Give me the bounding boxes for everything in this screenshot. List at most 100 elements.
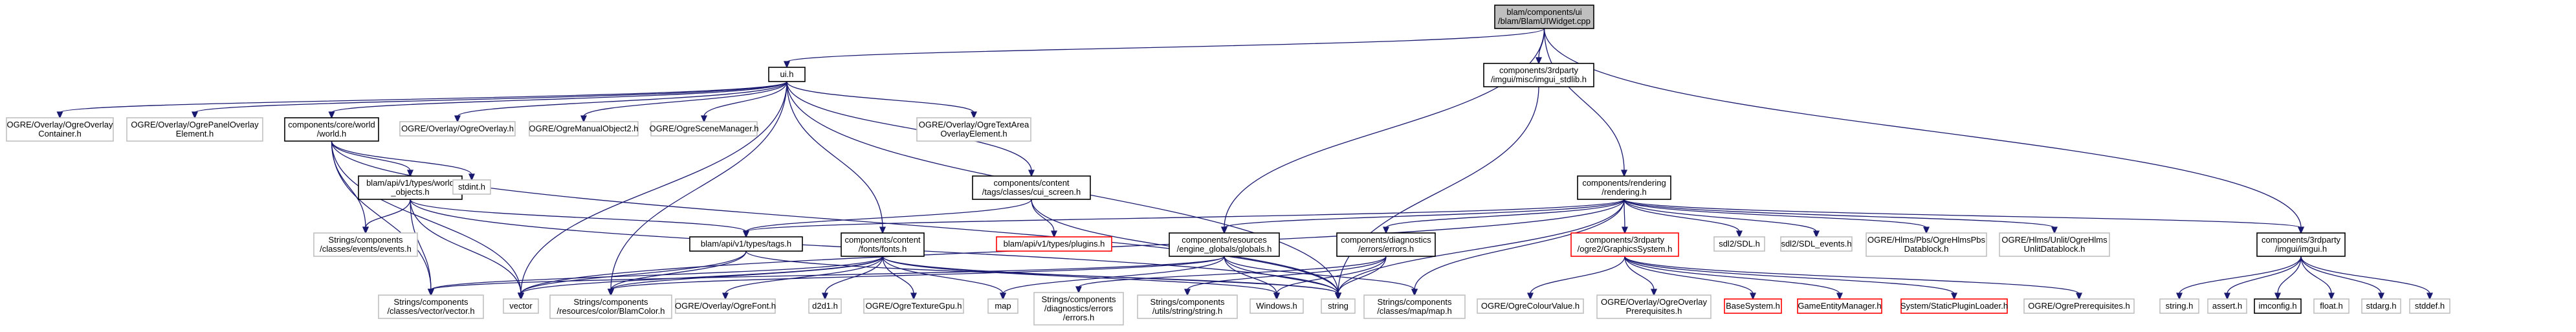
edge-line xyxy=(410,199,522,294)
node-label-line: OGRE/OgreSceneManager.h xyxy=(649,124,758,133)
node-label-line: map xyxy=(995,301,1011,311)
node-ui-h[interactable]: ui.h xyxy=(768,67,806,82)
edge-line xyxy=(583,81,787,117)
node-label-line: /imgui/misc/imgui_stdlib.h xyxy=(1491,74,1587,84)
edge-rendering-to-imgui_h xyxy=(1624,199,2305,234)
edge-arrowhead xyxy=(1050,230,1058,238)
node-imconfig[interactable]: imconfig.h xyxy=(2254,298,2302,314)
edge-arrowhead xyxy=(607,289,615,296)
node-box xyxy=(841,232,925,257)
node-label-line: /classes/vector/vector.h xyxy=(387,306,474,316)
node-box xyxy=(399,121,516,137)
node-box xyxy=(1724,298,1782,314)
edge-line xyxy=(1224,256,1415,291)
edge-line xyxy=(331,140,472,175)
node-label-line: /diagnostics/errors xyxy=(1044,304,1114,313)
node-imgui-stdlib[interactable]: components/3rdparty/imgui/misc/imgui_std… xyxy=(1483,63,1594,87)
node-world-objects[interactable]: blam/api/v1/types/world_objects.h xyxy=(358,175,463,200)
node-box xyxy=(1363,294,1466,319)
node-label-line: UnlitDatablock.h xyxy=(2024,244,2086,254)
edge-globals-to-map_h xyxy=(1224,256,1418,296)
edge-rendering-to-tags_h xyxy=(742,199,1625,238)
node-label-line: components/3rdparty xyxy=(2262,235,2341,245)
edge-line xyxy=(2300,256,2382,294)
edge-arrowhead xyxy=(970,111,978,119)
edge-arrowhead xyxy=(2328,293,2335,300)
edge-imgui_h-to-string_h xyxy=(2175,256,2302,300)
edge-line xyxy=(194,81,787,113)
edge-imgui_stdlib-to-string xyxy=(1334,86,1539,300)
edge-ui_h-to-ogre_overlay_container xyxy=(56,81,787,119)
node-cui-screen[interactable]: components/content/tags/classes/cui_scre… xyxy=(972,175,1091,200)
node-string: string xyxy=(1321,298,1356,314)
edge-line xyxy=(1224,28,1545,228)
node-box xyxy=(2023,298,2135,314)
node-fonts[interactable]: components/content/fonts/fonts.h xyxy=(841,232,925,257)
node-box xyxy=(650,121,758,137)
node-diag-errors-str: Strings/components/diagnostics/errors/er… xyxy=(1033,292,1124,326)
edge-line xyxy=(457,81,787,117)
edge-arrowhead xyxy=(1922,227,1930,234)
edge-arrowhead xyxy=(700,115,708,123)
edge-line xyxy=(610,81,787,291)
edge-graphics_system-to-ogre_colour_value xyxy=(1526,256,1625,300)
node-label-line: Strings/components xyxy=(1042,294,1116,304)
node-blamcolor: Strings/components/resources/color/BlamC… xyxy=(549,294,672,319)
node-label-line: /fonts/fonts.h xyxy=(859,244,907,254)
edge-line xyxy=(2300,256,2430,294)
edge-arrowhead xyxy=(454,115,461,123)
edge-line xyxy=(1624,199,2302,228)
edge-line xyxy=(331,140,411,172)
node-core-world[interactable]: components/core/world/world.h xyxy=(284,117,379,142)
edge-arrowhead xyxy=(721,293,729,300)
node-utils-string: Strings/components/utils/string/string.h xyxy=(1137,294,1238,319)
node-box xyxy=(2361,298,2401,314)
edge-arrowhead xyxy=(2297,227,2305,234)
node-ogre-prereq: OGRE/OgrePrerequisites.h xyxy=(2023,298,2135,314)
node-globals[interactable]: components/resources/engine_globals/glob… xyxy=(1169,232,1280,257)
edge-arrowhead xyxy=(1650,289,1658,296)
edge-line xyxy=(1385,199,1625,228)
edge-arrowhead xyxy=(999,293,1007,300)
node-root[interactable]: blam/components/ui/blam/BlamUIWidget.cpp xyxy=(1494,5,1594,29)
node-box xyxy=(529,121,639,137)
edge-arrowhead xyxy=(468,173,476,181)
node-label-line: components/core/world xyxy=(288,120,375,129)
node-box xyxy=(987,298,1018,314)
edge-ui_h-to-ogre_manual xyxy=(580,81,787,123)
node-label-line: /classes/events/events.h xyxy=(320,244,412,254)
node-box xyxy=(2256,232,2346,257)
edge-arrowhead xyxy=(742,230,750,238)
node-box xyxy=(1483,63,1594,87)
node-label-line: blam/components/ui xyxy=(1506,7,1581,17)
node-box xyxy=(675,298,776,314)
edge-graphics_system-to-ogre_prereq xyxy=(1624,256,2083,300)
node-sdl2-events: sdl2/SDL_events.h xyxy=(1780,236,1853,252)
edge-diag_errors-to-diag_errors_str xyxy=(1075,256,1387,294)
edge-ui_h-to-ogre_panel_overlay xyxy=(191,81,787,119)
node-box xyxy=(126,117,263,142)
node-label-line: imconfig.h xyxy=(2258,301,2296,311)
node-box xyxy=(1494,5,1594,29)
edge-cui_screen-to-plugins xyxy=(1031,199,1058,238)
node-label-line: OGRE/Overlay/OgreOverlay xyxy=(7,120,113,129)
node-diag-errors[interactable]: components/diagnostics/errors/errors.h xyxy=(1336,232,1436,257)
node-box xyxy=(6,117,114,142)
node-string-h: string.h xyxy=(2159,298,2199,314)
node-box xyxy=(1797,298,1882,314)
edge-rendering-to-hlms_unlit xyxy=(1624,199,2058,234)
edge-graphics_system-to-game_entity_manager xyxy=(1624,256,1844,300)
node-box xyxy=(1780,236,1853,252)
node-tags-h[interactable]: blam/api/v1/types/tags.h xyxy=(689,236,803,252)
node-box xyxy=(808,298,842,314)
edge-arrowhead xyxy=(1749,293,1757,300)
edge-line xyxy=(410,199,432,291)
edge-line xyxy=(882,256,1277,294)
node-imgui-h[interactable]: components/3rdparty/imgui/imgui.h xyxy=(2256,232,2346,257)
node-label-line: /rendering.h xyxy=(1602,187,1646,197)
edge-tags_h-to-blamcolor xyxy=(607,250,747,296)
edge-line xyxy=(786,81,974,113)
node-rendering[interactable]: components/rendering/rendering.h xyxy=(1577,175,1671,200)
